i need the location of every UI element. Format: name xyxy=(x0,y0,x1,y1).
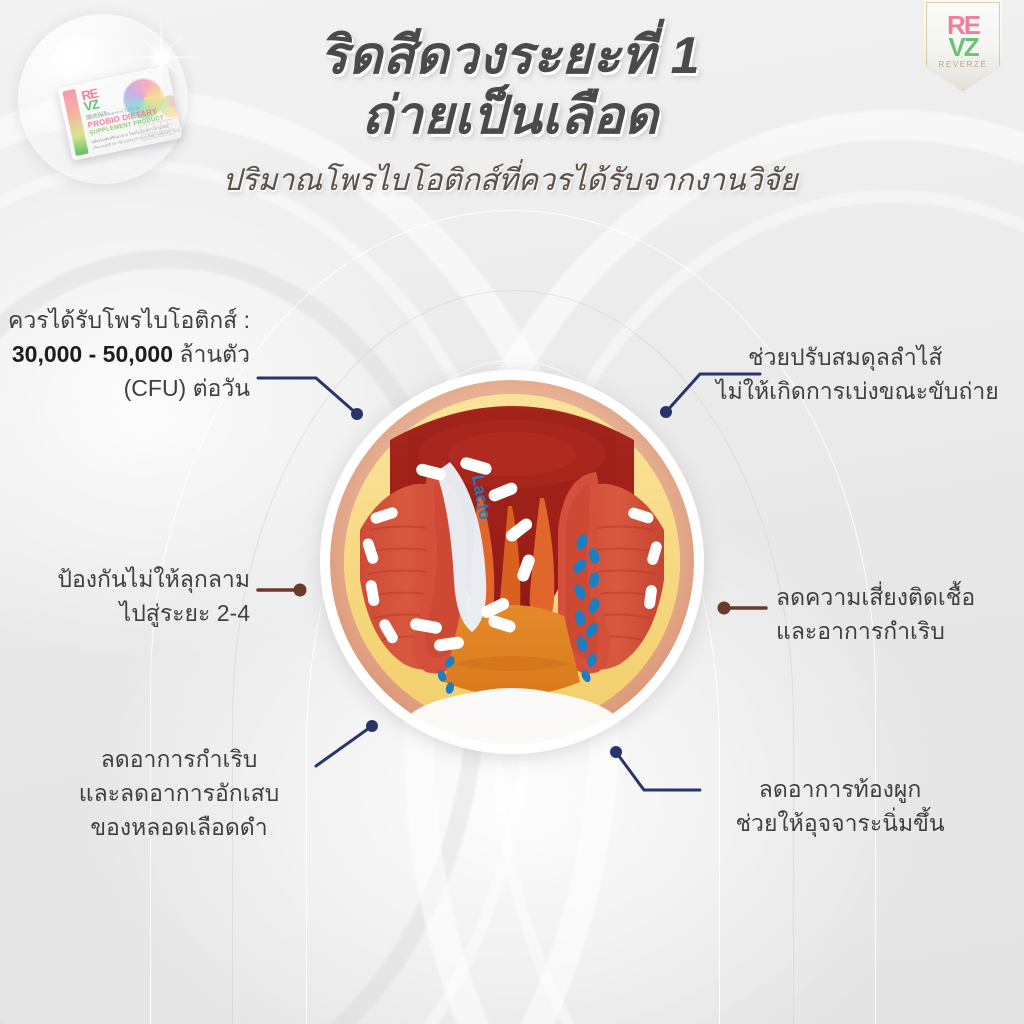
brand-mark-vz: VZ xyxy=(948,32,979,62)
callout-gut-balance: ช่วยปรับสมดุลลำไส้ ไม่ให้เกิดการเบ่งขณะข… xyxy=(716,340,1024,408)
callout-prevent-progression: ป้องกันไม่ให้ลุกลาม ไปสู่ระยะ 2-4 xyxy=(0,562,250,630)
page-subtitle: ปริมาณโพรไบโอติกส์ที่ควรได้รับจากงานวิจั… xyxy=(222,164,798,197)
callout-reduce-constipation: ลดอาการท้องผูก ช่วยให้อุจจาระนิ่มขึ้น xyxy=(710,772,970,840)
brand-logo: RE VZ REVERZÉ xyxy=(924,0,1002,92)
header-block: ริดสีดวงระยะที่ 1 ถ่ายเป็นเลือด ปริมาณโพ… xyxy=(210,26,810,200)
brand-logo-mark: RE VZ xyxy=(924,12,1002,60)
callout-probiotic-dose-unit: ล้านตัว xyxy=(173,341,250,367)
product-box: RE VZ REVERZE ผลิตภัณฑ์เสริมอาหาร โปรไบโ… xyxy=(57,65,183,161)
anatomy-svg: Lacto xyxy=(330,380,694,744)
callout-gut-balance-line-2: ไม่ให้เกิดการเบ่งขณะขับถ่าย xyxy=(716,378,999,404)
product-bubble: RE VZ REVERZE ผลิตภัณฑ์เสริมอาหาร โปรไบโ… xyxy=(18,14,188,184)
callout-prevent-progression-line-2: ไปสู่ระยะ 2-4 xyxy=(119,600,250,626)
callout-reduce-infection-risk-line-2: และอาการกำเริบ xyxy=(776,618,945,644)
callout-probiotic-dose-line-1: ควรได้รับโพรไบโอติกส์ : xyxy=(8,307,250,333)
brand-logo-border xyxy=(926,2,1000,90)
callout-gut-balance-line-1: ช่วยปรับสมดุลลำไส้ xyxy=(748,344,943,370)
page-title-line-2: ถ่ายเป็นเลือด xyxy=(361,87,659,145)
callout-reduce-constipation-line-1: ลดอาการท้องผูก xyxy=(758,776,922,802)
callout-probiotic-dose-value: 30,000 - 50,000 xyxy=(11,341,174,367)
callout-reduce-inflammation-line-1: ลดอาการกำเริบ xyxy=(100,746,258,772)
leader-dot-prevent-progression xyxy=(293,583,307,597)
blue-bacteria-cluster-right xyxy=(573,534,600,683)
hemorrhoid-illustration: Lacto xyxy=(320,370,704,754)
callout-probiotic-dose-line-3: (CFU) ต่อวัน xyxy=(123,375,250,401)
callout-reduce-infection-risk: ลดความเสี่ยงติดเชื้อ และอาการกำเริบ xyxy=(776,580,1024,648)
brand-logo-name: REVERZÉ xyxy=(938,60,988,69)
callout-reduce-inflammation: ลดอาการกำเริบ และลดอาการอักเสบ ของหลอดเล… xyxy=(48,742,310,844)
brand-mark-re: RE xyxy=(946,10,981,40)
callout-reduce-infection-risk-line-1: ลดความเสี่ยงติดเชื้อ xyxy=(776,584,976,610)
callout-prevent-progression-line-1: ป้องกันไม่ให้ลุกลาม xyxy=(57,566,250,592)
leader-dot-reduce-infection-risk xyxy=(717,601,731,615)
leader-reduce-constipation xyxy=(614,750,702,792)
page-title-line-1: ริดสีดวงระยะที่ 1 xyxy=(319,27,701,85)
illustration-body: Lacto xyxy=(330,380,694,744)
callout-reduce-constipation-line-2: ช่วยให้อุจจาระนิ่มขึ้น xyxy=(735,810,945,836)
callout-reduce-inflammation-line-3: ของหลอดเลือดดำ xyxy=(90,814,268,840)
blue-bacteria-cluster-left xyxy=(437,656,455,694)
callout-probiotic-dose-line-2: 30,000 - 50,000 ล้านตัว xyxy=(0,337,250,371)
product-box-logo: RE VZ xyxy=(80,85,101,114)
white-probiotic-bacteria xyxy=(362,457,662,652)
callout-reduce-inflammation-line-2: และลดอาการอักเสบ xyxy=(78,780,280,806)
callout-probiotic-dose: ควรได้รับโพรไบโอติกส์ : 30,000 - 50,000 … xyxy=(0,303,250,405)
